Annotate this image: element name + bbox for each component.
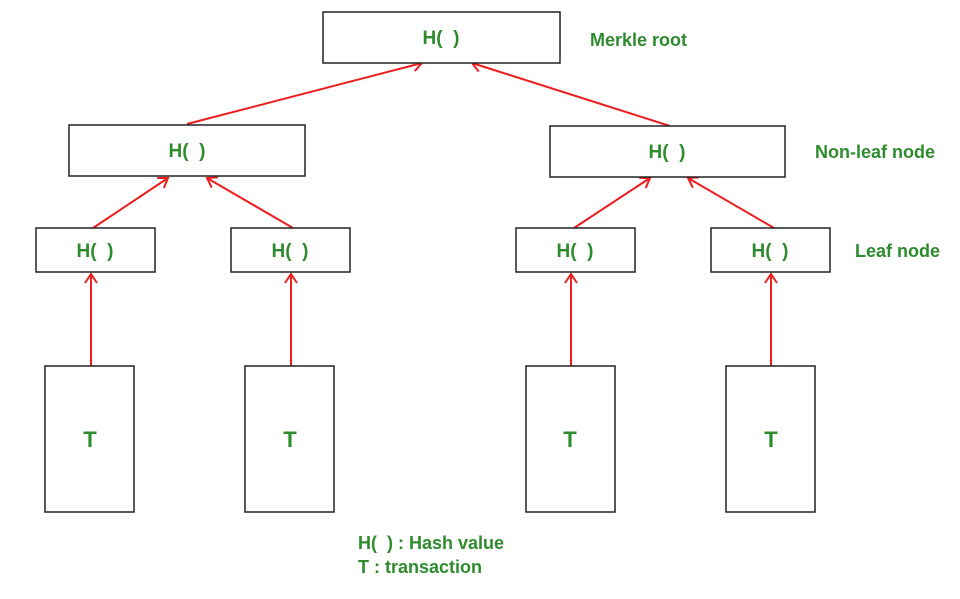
leaf-2-label: H( ) [272,241,309,262]
nonleaf-node-left: H( ) [68,124,306,177]
leaf-node-3: H( ) [515,227,636,273]
leaf-node-2: H( ) [230,227,351,273]
nonleaf-node-right: H( ) [549,125,786,178]
transaction-3-label: T [563,427,577,452]
nonleaf-right-label: H( ) [649,142,686,163]
edge-leaf-1-to-nonleaf-left [92,177,170,229]
transaction-3: T [525,365,616,513]
edge-leaf-4-to-nonleaf-right [686,176,775,229]
merkle-root-box [322,11,561,64]
transaction-1-box [44,365,135,513]
nonleaf-left-label: H( ) [169,141,206,162]
merkle-root-level-label: Merkle root [590,30,687,50]
transaction-1-label: T [83,427,97,452]
merkle-root-node: H( ) [322,11,561,64]
edge-nonleaf-left-to-root [186,58,424,125]
leaf-3-box [515,227,636,273]
edge-nonleaf-right-to-root [470,59,671,127]
nonleaf-level-label: Non-leaf node [815,142,935,162]
legend-hash-value: H( ) : Hash value [358,533,504,553]
legend-transaction: T : transaction [358,557,482,577]
merkle-root-label: H( ) [423,28,460,49]
leaf-1-label: H( ) [77,241,114,262]
nonleaf-left-box [68,124,306,177]
transaction-2: T [244,365,335,513]
legend: H( ) : Hash value T : transaction [358,533,504,577]
leaf-3-label: H( ) [557,241,594,262]
leaf-4-box [710,227,831,273]
leaf-2-box [230,227,351,273]
leaf-node-1: H( ) [35,227,156,273]
transaction-4: T [725,365,816,513]
transaction-1: T [44,365,135,513]
transaction-2-label: T [283,427,297,452]
leaf-level-label: Leaf node [855,241,940,261]
edge-leaf-3-to-nonleaf-right [573,176,652,229]
nonleaf-right-box [549,125,786,178]
leaf-1-box [35,227,156,273]
transaction-4-box [725,365,816,513]
leaf-node-4: H( ) [710,227,831,273]
edges [84,58,778,366]
transaction-4-label: T [764,427,778,452]
transaction-2-box [244,365,335,513]
leaf-4-label: H( ) [752,241,789,262]
edge-leaf-2-to-nonleaf-left [205,176,294,229]
transaction-3-box [525,365,616,513]
